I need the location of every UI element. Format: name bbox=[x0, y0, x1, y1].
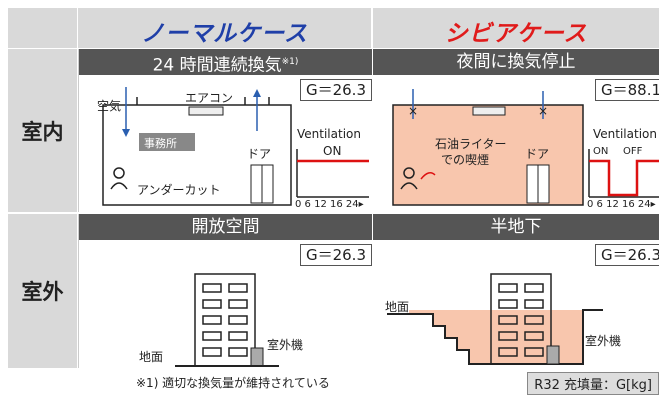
outdoor-severe-cell: 半地下 G＝26.3 地面 室外機 bbox=[373, 214, 659, 368]
outdoor-unit-icon bbox=[250, 347, 264, 367]
comparison-table: ノーマルケース シビアケース 室内 室外 24 時間連続換気※1) G＝26.3 bbox=[8, 8, 659, 368]
aircon-label: エアコン bbox=[185, 91, 234, 105]
header-normal: ノーマルケース bbox=[78, 8, 372, 48]
person-icon bbox=[403, 167, 415, 179]
normal-case-title: ノーマルケース bbox=[141, 21, 308, 47]
vent-title: Ventilation bbox=[297, 127, 361, 141]
indoor-normal-bar: 24 時間連続換気※1) bbox=[79, 49, 372, 76]
outdoor-severe-diagram bbox=[387, 273, 603, 365]
vent-on-label: ON bbox=[323, 144, 342, 158]
outdoor-unit-label: 室外機 bbox=[267, 338, 304, 352]
vent-axis-ticks: 0 6 12 16 24▸ bbox=[587, 199, 656, 210]
office-label-box bbox=[139, 133, 195, 151]
outdoor-normal-diagram bbox=[175, 273, 279, 367]
office-label: 事務所 bbox=[144, 137, 177, 150]
g-value-box: G＝88.1 bbox=[595, 79, 659, 101]
outdoor-normal-cell: 開放空間 G＝26.3 室外機 地面 bbox=[78, 214, 372, 368]
ground-label: 地面 bbox=[139, 350, 164, 364]
flame-icon bbox=[420, 172, 436, 180]
ground-label: 地面 bbox=[385, 300, 410, 314]
smoking-label-1: 石油ライター bbox=[435, 137, 507, 151]
row-head-outdoor: 室外 bbox=[8, 214, 77, 368]
vent-off-label: OFF bbox=[623, 146, 643, 157]
row-head-indoor: 室内 bbox=[8, 49, 77, 212]
room-outline bbox=[392, 104, 584, 206]
vent-on-label: ON bbox=[593, 146, 609, 157]
outdoor-unit-icon bbox=[546, 345, 560, 365]
vent-axis-ticks: 0 6 12 16 24▸ bbox=[295, 199, 364, 210]
aircon-icon bbox=[188, 106, 224, 116]
indoor-severe-bar: 夜間に換気停止 bbox=[373, 49, 659, 75]
building-icon bbox=[490, 273, 552, 365]
door-label: ドア bbox=[247, 147, 272, 161]
door-label: ドア bbox=[525, 147, 550, 161]
person-icon bbox=[113, 167, 125, 179]
smoking-label-2: での喫煙 bbox=[441, 153, 490, 167]
outdoor-normal-bar: 開放空間 bbox=[79, 214, 372, 240]
severe-case-title: シビアケース bbox=[444, 21, 588, 47]
footnote-ref: ※1) bbox=[281, 57, 299, 67]
air-label: 空気 bbox=[97, 99, 122, 113]
building-icon bbox=[194, 273, 256, 367]
indoor-severe-cell: 夜間に換気停止 G＝88.1 × × 石油ライター での喫煙 ドア Ventil… bbox=[373, 49, 659, 212]
g-value-box: G＝26.3 bbox=[595, 244, 659, 266]
stairs-line bbox=[387, 309, 603, 365]
outdoor-severe-bar: 半地下 bbox=[373, 214, 659, 240]
g-value-box: G＝26.3 bbox=[299, 79, 372, 101]
outdoor-unit-label: 室外機 bbox=[585, 334, 622, 348]
footnote: ※1) 適切な換気量が維持されている bbox=[136, 376, 330, 390]
indoor-normal-cell: 24 時間連続換気※1) G＝26.3 空気 エアコン 事務所 ドア アンダーカ… bbox=[78, 49, 372, 212]
vent-on-off-line bbox=[589, 159, 659, 197]
svg-text:×: × bbox=[408, 104, 418, 118]
aircon-icon bbox=[472, 106, 506, 116]
undercut-label: アンダーカット bbox=[137, 183, 221, 197]
indoor-normal-title: 24 時間連続換気 bbox=[152, 55, 282, 76]
indoor-normal-diagram bbox=[102, 87, 369, 206]
vent-title: Ventilation bbox=[593, 127, 657, 141]
indoor-severe-diagram: × × bbox=[392, 89, 659, 206]
g-value-box: G＝26.3 bbox=[299, 244, 372, 266]
legend-box: R32 充填量：G[kg] bbox=[527, 372, 659, 395]
header-severe: シビアケース bbox=[373, 8, 659, 48]
svg-text:×: × bbox=[538, 104, 548, 118]
header-corner bbox=[8, 8, 78, 48]
